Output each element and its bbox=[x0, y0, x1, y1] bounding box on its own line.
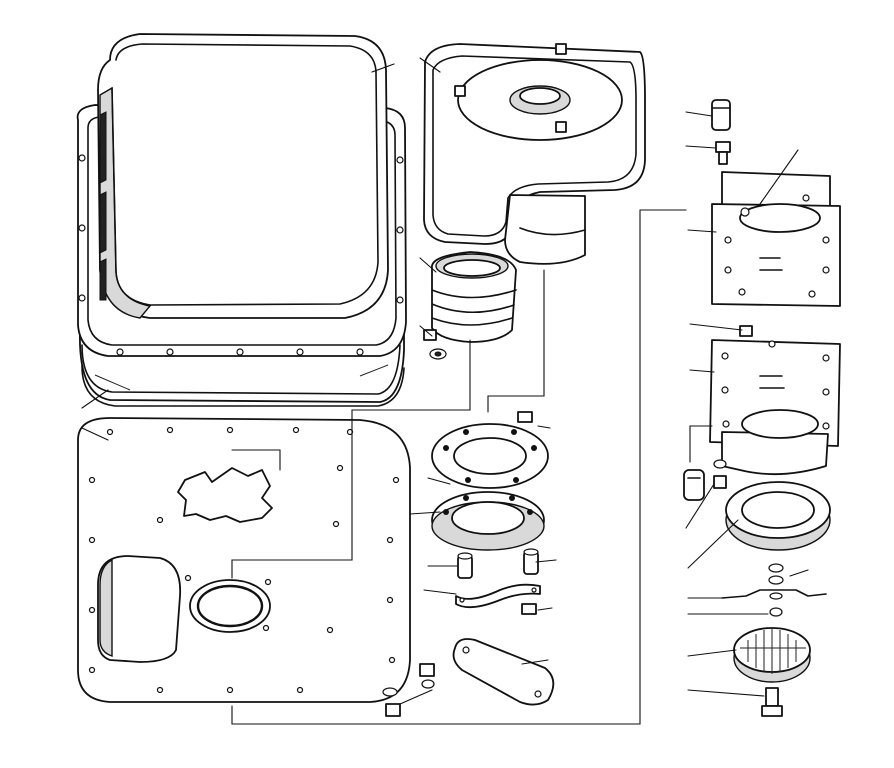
blower-fan-housing bbox=[423, 43, 646, 265]
retaining-strap bbox=[455, 583, 541, 615]
assembly-lines bbox=[231, 209, 713, 725]
flexible-coupling-sleeve bbox=[423, 251, 517, 360]
clip-assembly bbox=[721, 563, 827, 617]
adapter-plate-lower bbox=[709, 325, 841, 476]
rubber-ring-right bbox=[725, 481, 831, 551]
duct-cover-housing bbox=[76, 33, 407, 407]
callout-leaders bbox=[81, 57, 809, 705]
bottom-bolt bbox=[761, 687, 783, 717]
flange-ring-upper bbox=[431, 411, 549, 489]
sleeve-and-nut-right bbox=[683, 459, 727, 501]
cover-plate bbox=[452, 638, 555, 706]
adapter-plate-upper bbox=[711, 171, 841, 307]
base-plate-nuts-washers bbox=[382, 663, 435, 717]
spacer-sleeves bbox=[457, 548, 539, 579]
screw-and-bolt-top bbox=[711, 99, 731, 165]
flange-ring-lower bbox=[431, 491, 545, 551]
intake-grille bbox=[733, 627, 811, 683]
